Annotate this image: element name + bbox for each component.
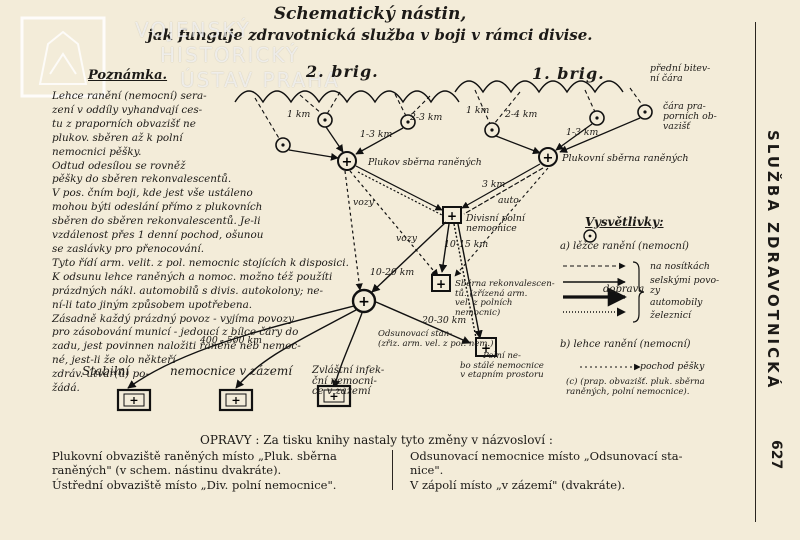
diagram-title: Schematický nástin,: [273, 4, 467, 24]
front-line-left: [234, 90, 460, 104]
rear-hospitals-label: nemocnice v zázemí: [170, 364, 293, 378]
legend-title: Vysvětlivky:: [585, 215, 664, 229]
correction-left-2: Ústřední obvaziště místo „Div. polní nem…: [52, 478, 337, 492]
distance-label: 1 km: [287, 109, 311, 120]
legend-note-c: (c) (prap. obvazišť. pluk. sběrna raněný…: [566, 377, 705, 397]
legend-section-b: b) lehce ranění (nemocní): [560, 339, 691, 350]
svg-text:+: +: [231, 394, 240, 407]
front-line-right: [454, 80, 624, 94]
correction-right-1: Odsunovací nemocnice místo „Odsunovací s…: [410, 449, 683, 477]
correction-left-1: Plukovní obvaziště raněných místo „Pluk.…: [52, 449, 337, 477]
battalion-posts-left: [275, 112, 416, 153]
distance-label: 1-3 km: [566, 127, 599, 138]
side-rule: [755, 22, 756, 522]
svg-text:+: +: [543, 151, 554, 166]
legend-arrows: [563, 261, 645, 371]
legend-icons: [583, 229, 597, 243]
regiment-post-right: +: [538, 147, 558, 167]
watermark-line-1: VOJENSKÝ: [135, 18, 251, 42]
field-hospital-box: +: [475, 337, 497, 357]
legend-foot: pochod pěšky: [640, 361, 705, 372]
regiment-post-right-label: Plukovní sběrna raněných: [562, 153, 689, 164]
distance-label: 1-3 km: [360, 129, 393, 140]
battalion-to-regiment-lines: [288, 117, 641, 161]
distance-label: 2-3 km: [410, 112, 443, 123]
division-hospital-box: +: [442, 206, 462, 224]
transport-label: auto: [498, 195, 519, 206]
svg-text:+: +: [329, 390, 338, 403]
medical-service-diagram: + + + + + +: [116, 80, 653, 412]
legend-auto: automobily: [650, 297, 703, 308]
chapter-side-title: SLUŽBA ZDRAVOTNICKÁ: [764, 130, 782, 391]
distance-label: 10-15 km: [444, 239, 489, 250]
regiment-post-left: +: [337, 151, 357, 171]
distance-label: 1 km: [466, 105, 490, 116]
archive-watermark: VOJENSKÝ HISTORICKÝ ÚSTAV PRAHA: [60, 18, 340, 93]
division-hospital-label: Divisní polní nemocnice: [466, 213, 525, 234]
convalescent-label: Sběrna rekonvalescen- tů. (zřízená arm. …: [455, 279, 555, 318]
special-hospitals-label: Zvláštní infek- ční nemocni- ce v zázemí: [312, 365, 385, 397]
rear-hospital-zazemi: +: [218, 388, 254, 412]
svg-text:+: +: [447, 209, 457, 223]
svg-text:+: +: [342, 155, 353, 170]
distance-label: 3 km: [482, 179, 506, 190]
front-dashed-lines: [254, 87, 644, 141]
svg-text:+: +: [436, 277, 446, 291]
svg-text:+: +: [481, 341, 491, 355]
distance-label: 10-20 km: [370, 267, 415, 278]
evacuation-station: +: [351, 288, 377, 314]
legend-rail: železnicí: [650, 310, 691, 321]
legend-stretcher: na nosítkách: [650, 261, 710, 272]
distance-label: 20-30 km: [422, 315, 467, 326]
transport-label: vozy: [396, 233, 417, 244]
brigade-2-label: 2. brig.: [306, 62, 379, 81]
legend-section-a: a) lěžce ranění (nemocní): [560, 241, 689, 252]
regiment-post-left-label: Plukov sběrna raněných: [368, 157, 482, 168]
transport-label: vozy: [353, 197, 374, 208]
corrections-title: OPRAVY : Za tisku knihy nastaly tyto změ…: [200, 433, 553, 447]
brigade-1-label: 1. brig.: [532, 64, 605, 83]
evacuation-to-rear-lines: [127, 305, 363, 389]
legend-cart: selskými povo- zy: [650, 275, 720, 296]
field-hospital-label: Polní ne- bo stálé nemocnice v etapním p…: [460, 351, 544, 380]
watermark-line-3: ÚSTAV PRAHA: [180, 68, 340, 92]
convalescent-box: +: [431, 274, 451, 292]
notes-title: Poznámka.: [88, 68, 168, 83]
archive-emblem-icon: [20, 16, 106, 98]
svg-text:+: +: [129, 394, 138, 407]
distance-label: 2-4 km: [505, 109, 538, 120]
battalion-line-label: čára pra- porních ob- vazišť: [663, 101, 717, 132]
distance-label: 400 - 500 km: [200, 335, 262, 346]
corrections-divider: [392, 450, 393, 490]
rear-hospital-infectious: +: [316, 384, 352, 408]
rear-hospital-stable: +: [116, 388, 152, 412]
legend-transport: doprava: [603, 284, 645, 295]
diagram-subtitle: jak funguje zdravotnická služba v boji v…: [147, 26, 593, 44]
evacuation-label: Odsunovací stan- (zřiz. arm. vel. z pol.…: [378, 329, 494, 349]
watermark-line-2: HISTORICKÝ: [160, 43, 300, 67]
front-line-label: přední bitev- ní čára: [650, 63, 711, 84]
page-number: 627: [768, 440, 784, 470]
correction-right-2: V zápolí místo „v zázemí" (dvakráte).: [410, 478, 626, 492]
stable-hospital-label: Stabilní: [82, 364, 130, 378]
regiment-to-evacuation-lines: [344, 170, 439, 291]
notes-text: Lehce ranění (nemocní) sera- zení v oddí…: [52, 90, 349, 395]
regiment-to-division-lines: [355, 163, 544, 216]
battalion-posts-right: [484, 104, 653, 138]
svg-text:+: +: [358, 294, 370, 310]
division-downstream-lines: [371, 221, 483, 344]
